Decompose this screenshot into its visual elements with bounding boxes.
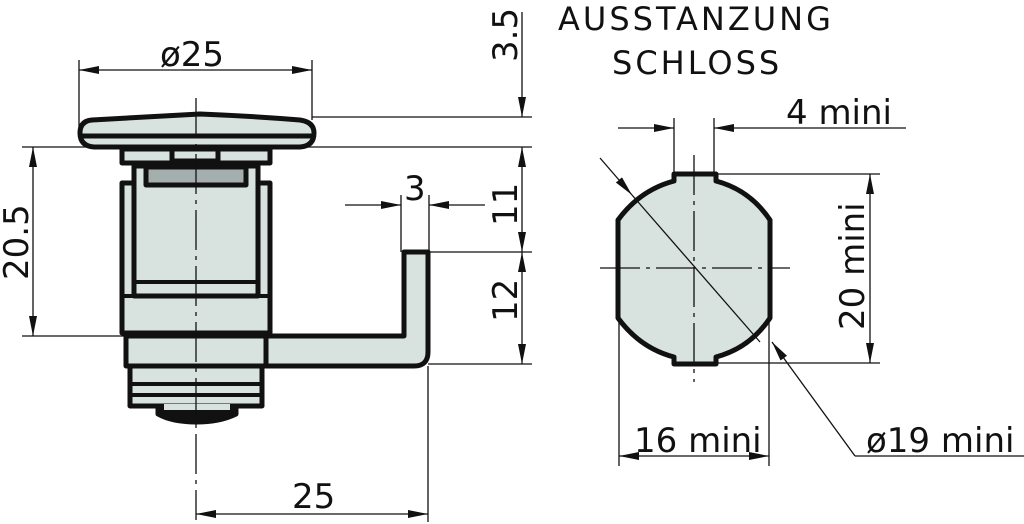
dim-cam-length-label: 12 <box>486 279 526 322</box>
dim-key-width-label: 4 mini <box>786 93 892 133</box>
dim-cutout-diameter-label: ø19 mini <box>866 421 1014 461</box>
dimension-key-width: 4 mini <box>618 93 906 174</box>
dim-cutout-height-label: 20 mini <box>833 202 873 330</box>
dim-cutout-width-label: 16 mini <box>634 421 762 461</box>
dim-head-diameter-label: ø25 <box>160 35 224 75</box>
dimension-cutout-diameter: ø19 mini <box>599 157 1024 461</box>
dimension-cutout-width: 16 mini <box>618 318 770 466</box>
dimension-head-diameter: ø25 <box>78 35 313 130</box>
dim-head-height-label: 3.5 <box>486 8 526 62</box>
dim-cam-top-label: 11 <box>486 183 526 226</box>
dim-cam-thickness-label: 3 <box>404 169 426 209</box>
dimension-cutout-height: 20 mini <box>716 173 880 364</box>
dimension-cam-thickness: 3 <box>345 169 485 252</box>
dimension-body-height: 20.5 <box>0 146 126 337</box>
dim-cam-offset-label: 25 <box>292 477 335 517</box>
cutout-shape <box>600 155 790 382</box>
title-line-1: AUSSTANZUNG <box>558 0 834 38</box>
lock-side-view <box>77 98 431 520</box>
title-line-2: SCHLOSS <box>612 44 782 82</box>
dimension-cam-offset: 25 <box>196 366 429 522</box>
dim-body-height-label: 20.5 <box>0 204 37 280</box>
dimension-vertical-chain: 3.5 11 12 <box>270 8 532 365</box>
